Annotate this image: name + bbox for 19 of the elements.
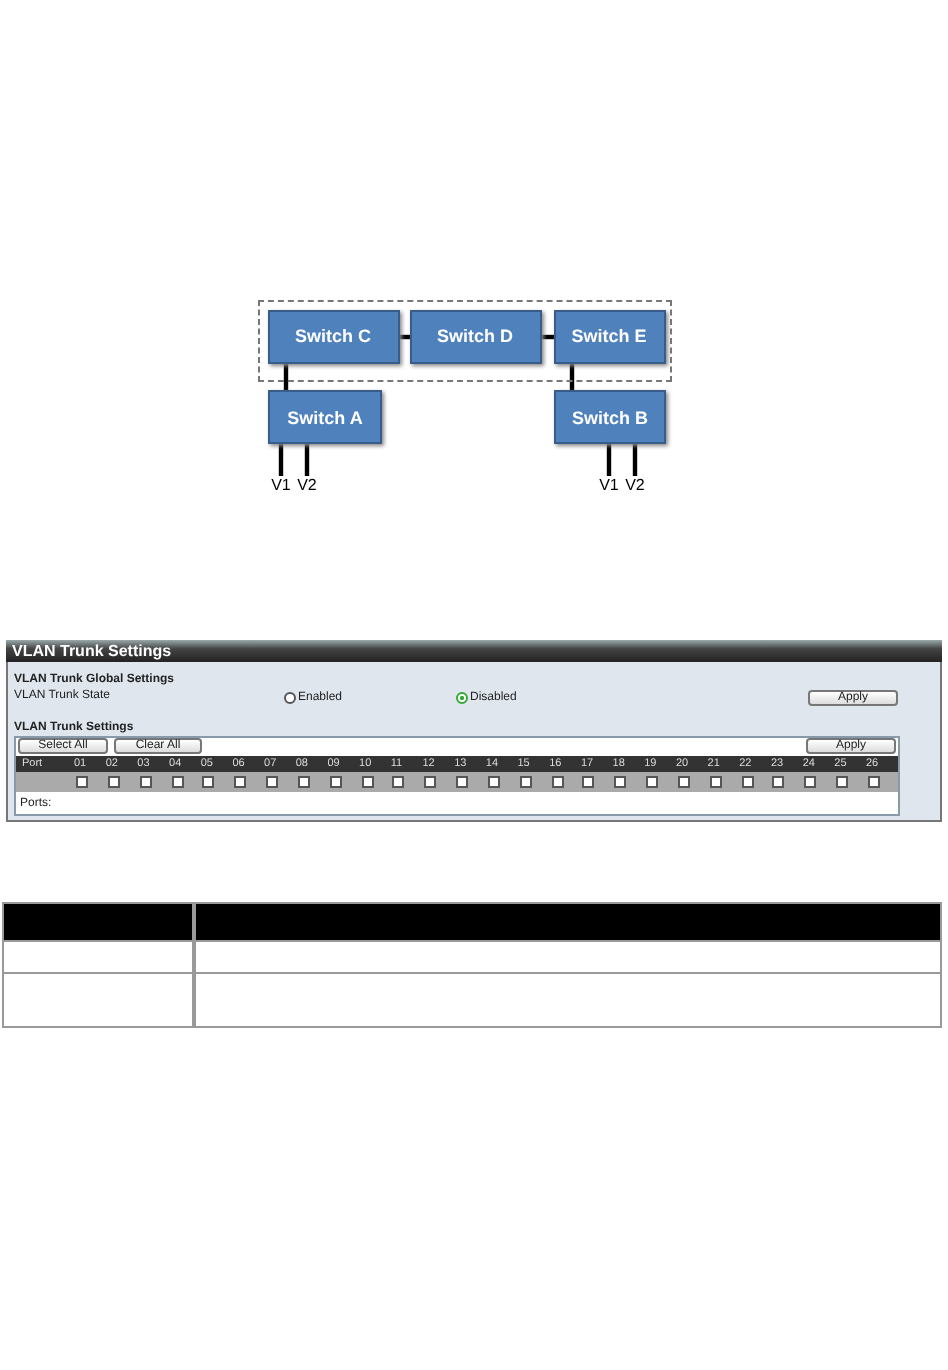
vlan-label: V2 (624, 476, 646, 496)
switch-box: Switch D (409, 309, 541, 363)
switch-box: Switch A (268, 390, 382, 444)
connector-line (542, 334, 554, 340)
connector-line (283, 364, 289, 390)
dashed-group-box (258, 300, 672, 382)
switch-box: Switch E (553, 309, 665, 363)
connector-line (569, 364, 575, 390)
vlan-label: V2 (296, 476, 318, 496)
panel-title: VLAN Trunk Settings (12, 642, 172, 660)
connector-line (304, 444, 310, 476)
connector-line (632, 444, 638, 476)
vlan-label: V1 (598, 476, 620, 496)
connector-line (606, 444, 612, 476)
switch-box: Switch C (267, 309, 399, 363)
connector-line (278, 444, 284, 476)
vlan-label: V1 (270, 476, 292, 496)
connector-line (400, 334, 410, 340)
switch-box: Switch B (554, 390, 666, 444)
